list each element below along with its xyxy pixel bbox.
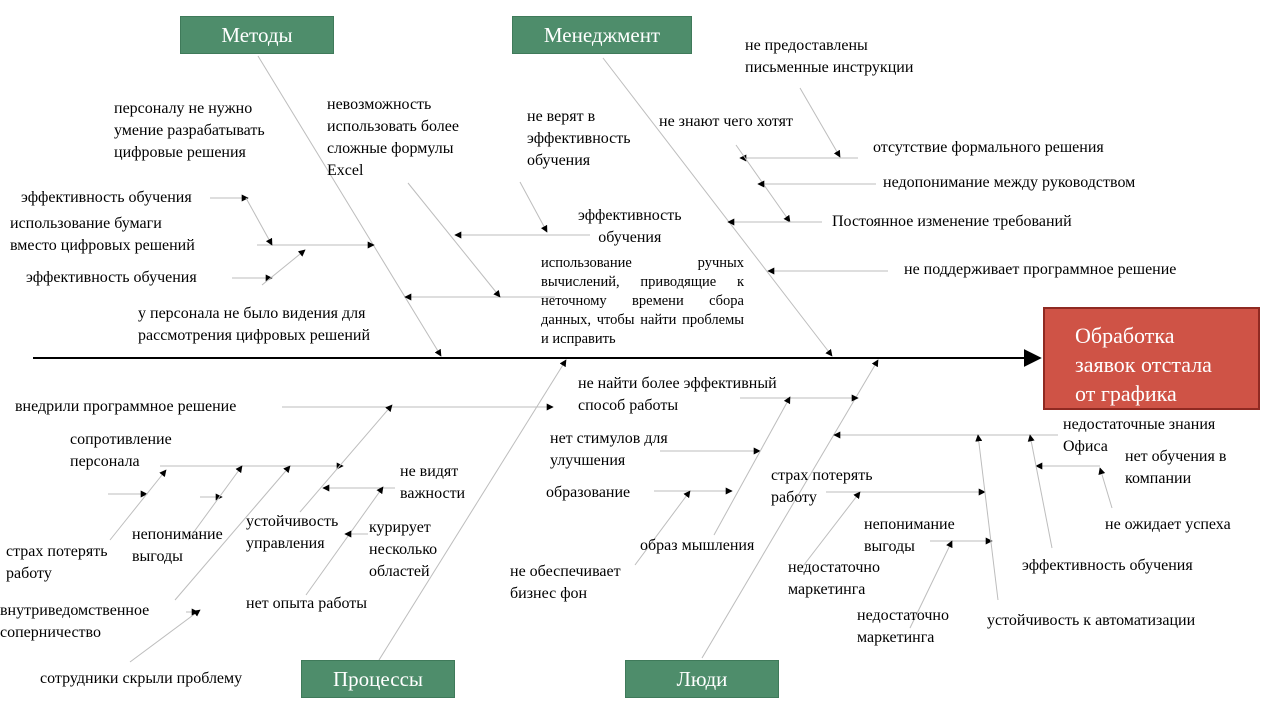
cause-staff-no-need-skill: персоналу не нужно умение разрабатывать … [114,100,265,161]
cause-office-knowledge: недостаточные знания Офиса [1063,416,1216,455]
cause-no-business-bg: не обеспечивает бизнес фон [510,563,621,602]
cause-no-company-training: нет обучения в компании [1125,448,1227,487]
cause-training-eff-2: эффективность обучения [26,269,197,286]
cause-dont-believe: не верят в эффективность обучения [527,108,631,169]
cause-no-incentives: нет стимулов для улучшения [550,430,668,469]
category-management: Менеджмент [512,16,692,54]
cause-implemented-software: внедрили программное решение [15,398,237,415]
spine-people [701,359,879,659]
cause-rivalry: внутриведомственное соперничество [0,602,150,641]
cause-training-eff-pp: эффективность обучения [1022,557,1193,574]
spine-management [602,57,833,357]
cause-fear-lose-job-pp: страх потерять работу [771,467,873,506]
spine-methods [257,55,442,357]
cause-supervises-many: курирует несколько областей [369,519,438,580]
cause-dont-know: не знают чего хотят [659,113,794,130]
cause-resistance: сопротивление персонала [70,431,172,470]
cause-no-formal-decision: отсутствие формального решения [873,139,1104,156]
spine-processes [378,359,567,661]
cause-impossible-formulas: невозможность использовать более сложные… [327,96,459,179]
cause-no-success-expect: не ожидает успеха [1105,516,1231,533]
cause-manual-calc: использование ручных вычислений, приводя… [541,255,744,347]
cause-misunderstanding: недопонимание между руководством [883,174,1136,191]
cause-no-benefit-pp: непонимание выгоды [864,516,955,555]
cause-no-benefit-p: непонимание выгоды [132,526,223,565]
cause-hid-problem: сотрудники скрыли проблему [40,670,243,687]
cause-low-marketing-1: недостаточно маркетинга [788,559,880,598]
cause-find-better-way: не найти более эффективный способ работы [578,375,777,414]
effect-box: Обработка заявок отстала от графика [1043,307,1260,410]
category-people: Люди [625,660,779,698]
category-methods: Методы [180,16,334,54]
cause-dont-see-importance: не видят важности [400,463,466,502]
cause-no-instructions: не предоставлены письменные инструкции [745,37,914,76]
cause-mindset: образ мышления [640,537,755,554]
cause-automation-resilience: устойчивость к автоматизации [987,612,1196,629]
category-processes: Процессы [301,660,455,698]
cause-paper-instead: использование бумаги вместо цифровых реш… [10,215,195,254]
cause-training-eff-3: эффективность обучения [578,207,682,246]
cause-low-marketing-2: недостаточно маркетинга [857,607,949,646]
cause-no-experience: нет опыта работы [246,595,368,612]
cause-education: образование [546,484,631,501]
cause-mgmt-stability: устойчивость управления [246,513,339,552]
cause-changing-reqs: Постоянное изменение требований [832,213,1072,230]
cause-no-support: не поддерживает программное решение [904,261,1177,278]
cause-no-vision: у персонала не было видения для рассмотр… [138,305,370,344]
cause-training-eff-1: эффективность обучения [21,189,192,206]
cause-fear-lose-job-p: страх потерять работу [6,543,108,582]
